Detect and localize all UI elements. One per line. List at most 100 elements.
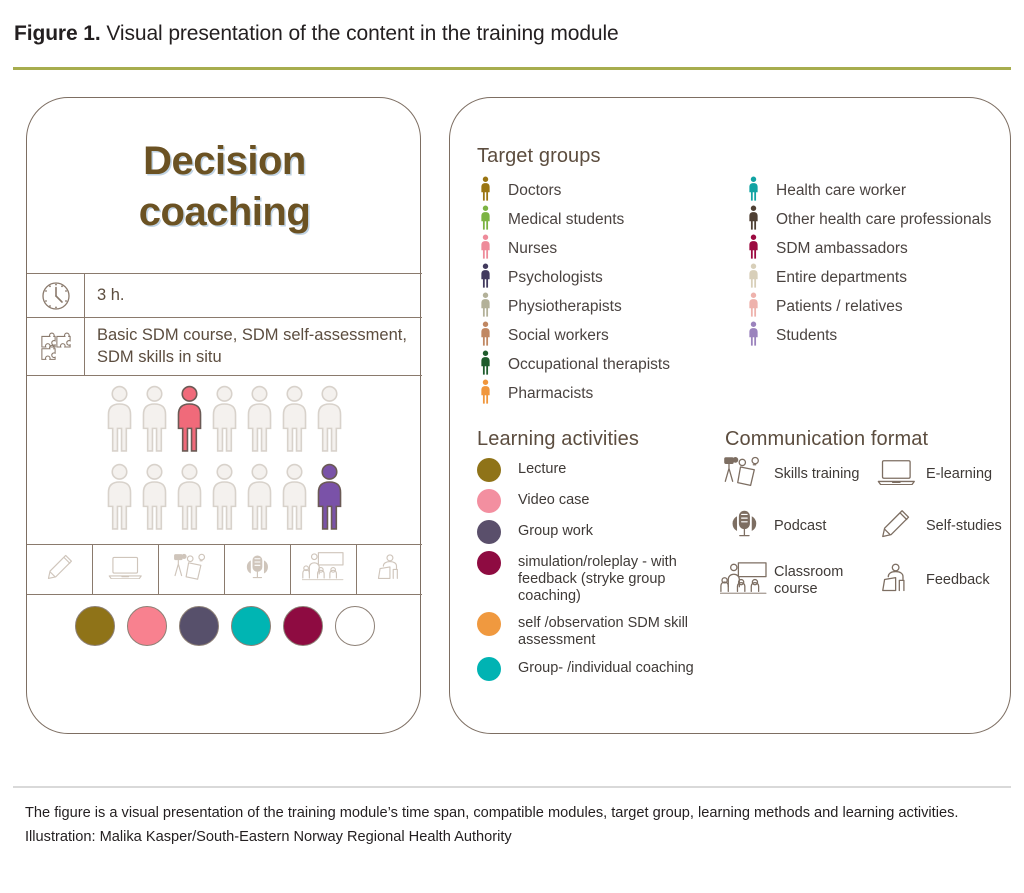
module-row-time: 3 h. (27, 273, 422, 317)
person-icon (280, 463, 309, 535)
target-group-item: Health care worker (748, 176, 1008, 205)
communication-format-item: Podcast (718, 508, 870, 544)
target-group-item: Entire departments (748, 263, 1008, 292)
target-group-item: Psychologists (480, 263, 710, 292)
target-group-label: Occupational therapists (508, 355, 670, 373)
feedback-icon (880, 562, 911, 598)
person-icon (140, 385, 169, 457)
person-icon (480, 176, 490, 206)
learning-activity-dot (477, 458, 501, 482)
person-icon (210, 463, 239, 535)
format-icon-cell (27, 545, 93, 594)
person-icon (480, 205, 490, 235)
learning-activity-label: Video case (518, 492, 590, 508)
communication-format-label: Self-studies (926, 518, 1002, 535)
person-icon (480, 292, 490, 322)
target-group-item: Other health care professionals (748, 205, 1008, 234)
target-group-label: Other health care professionals (776, 210, 992, 228)
target-group-label: Doctors (508, 181, 562, 199)
target-group-label: Pharmacists (508, 384, 594, 402)
person-icon-highlighted (315, 463, 344, 535)
figure-caption: The figure is a visual presentation of t… (25, 805, 959, 845)
learning-activity-dot (477, 612, 501, 637)
people-row (105, 463, 344, 535)
communication-format-label: Classroom course (774, 563, 844, 597)
target-group-label: Students (776, 326, 838, 344)
communication-format-icon-wrap (870, 458, 922, 491)
communication-format-icon-wrap (718, 508, 770, 544)
activity-dots-row (27, 606, 422, 646)
learning-activity-item: Group- /individual coaching (477, 656, 712, 681)
video-case-dot (126, 606, 167, 646)
learning-activity-dot (477, 551, 501, 575)
format-icon-cell (225, 545, 291, 594)
person-icon (140, 463, 169, 535)
group-work-dot (178, 606, 219, 646)
classroom-icon (719, 561, 768, 601)
person-icon (315, 385, 344, 457)
person-icon (245, 385, 274, 457)
caption-divider (13, 786, 1011, 788)
person-icon (748, 234, 758, 264)
podcast-mic-icon (726, 508, 763, 544)
target-group-label: Physiotherapists (508, 297, 622, 315)
person-icon-highlighted (175, 385, 204, 457)
people-grid (27, 376, 422, 544)
title-divider (13, 67, 1011, 70)
learning-activity-item: simulation/roleplay - with feedback (str… (477, 551, 712, 605)
person-icon (210, 385, 239, 457)
target-group-label: Medical students (508, 210, 625, 228)
lecture-dot (74, 606, 115, 646)
person-icon (748, 321, 758, 351)
person-icon (480, 321, 490, 351)
people-row (105, 385, 344, 457)
person-icon (245, 463, 274, 535)
communication-format-item: Feedback (870, 561, 1003, 601)
communication-format-label: E-learning (926, 465, 993, 482)
laptop-icon (877, 458, 916, 491)
person-icon (480, 350, 490, 380)
person-icon (105, 385, 134, 457)
learning-activity-label: simulation/roleplay - with feedback (str… (518, 554, 677, 605)
format-icon-cell (357, 545, 422, 594)
clock-icon (27, 274, 85, 317)
target-groups-heading: Target groups (477, 145, 601, 167)
learning-activities-heading: Learning activities (477, 428, 639, 450)
learning-activity-dot (477, 520, 501, 544)
figure-title: Figure 1. Visual presentation of the con… (14, 22, 619, 46)
podcast-mic-icon (241, 553, 274, 586)
target-group-label: Social workers (508, 326, 609, 344)
pencil-icon (46, 553, 74, 586)
target-group-item: Occupational therapists (480, 350, 710, 379)
communication-format-icon-wrap (870, 562, 922, 598)
communication-format-icon-wrap (718, 456, 770, 492)
simulation-dot (282, 606, 323, 646)
communication-format-item: E-learning (870, 456, 1003, 492)
person-icon (748, 292, 758, 322)
communication-format-icon-wrap (718, 561, 770, 601)
target-group-item: Medical students (480, 205, 710, 234)
learning-activity-item: self /observation SDM skill assessment (477, 612, 712, 649)
learning-activity-dot (477, 489, 501, 513)
format-icon-cell (93, 545, 159, 594)
target-group-label: Nurses (508, 239, 558, 257)
person-icon (105, 463, 134, 535)
communication-format-label: Feedback (926, 572, 990, 589)
target-group-label: SDM ambassadors (776, 239, 908, 257)
classroom-icon (301, 551, 345, 587)
communication-format-heading: Communication format (725, 428, 929, 450)
target-group-label: Health care worker (776, 181, 907, 199)
communication-format-label: Skills training (774, 465, 860, 482)
communication-format-item: Self-studies (870, 508, 1003, 544)
target-group-item: Doctors (480, 176, 710, 205)
person-icon (748, 205, 758, 235)
pencil-icon (880, 508, 911, 544)
person-icon (480, 234, 490, 264)
learning-activity-label: Lecture (518, 461, 567, 477)
